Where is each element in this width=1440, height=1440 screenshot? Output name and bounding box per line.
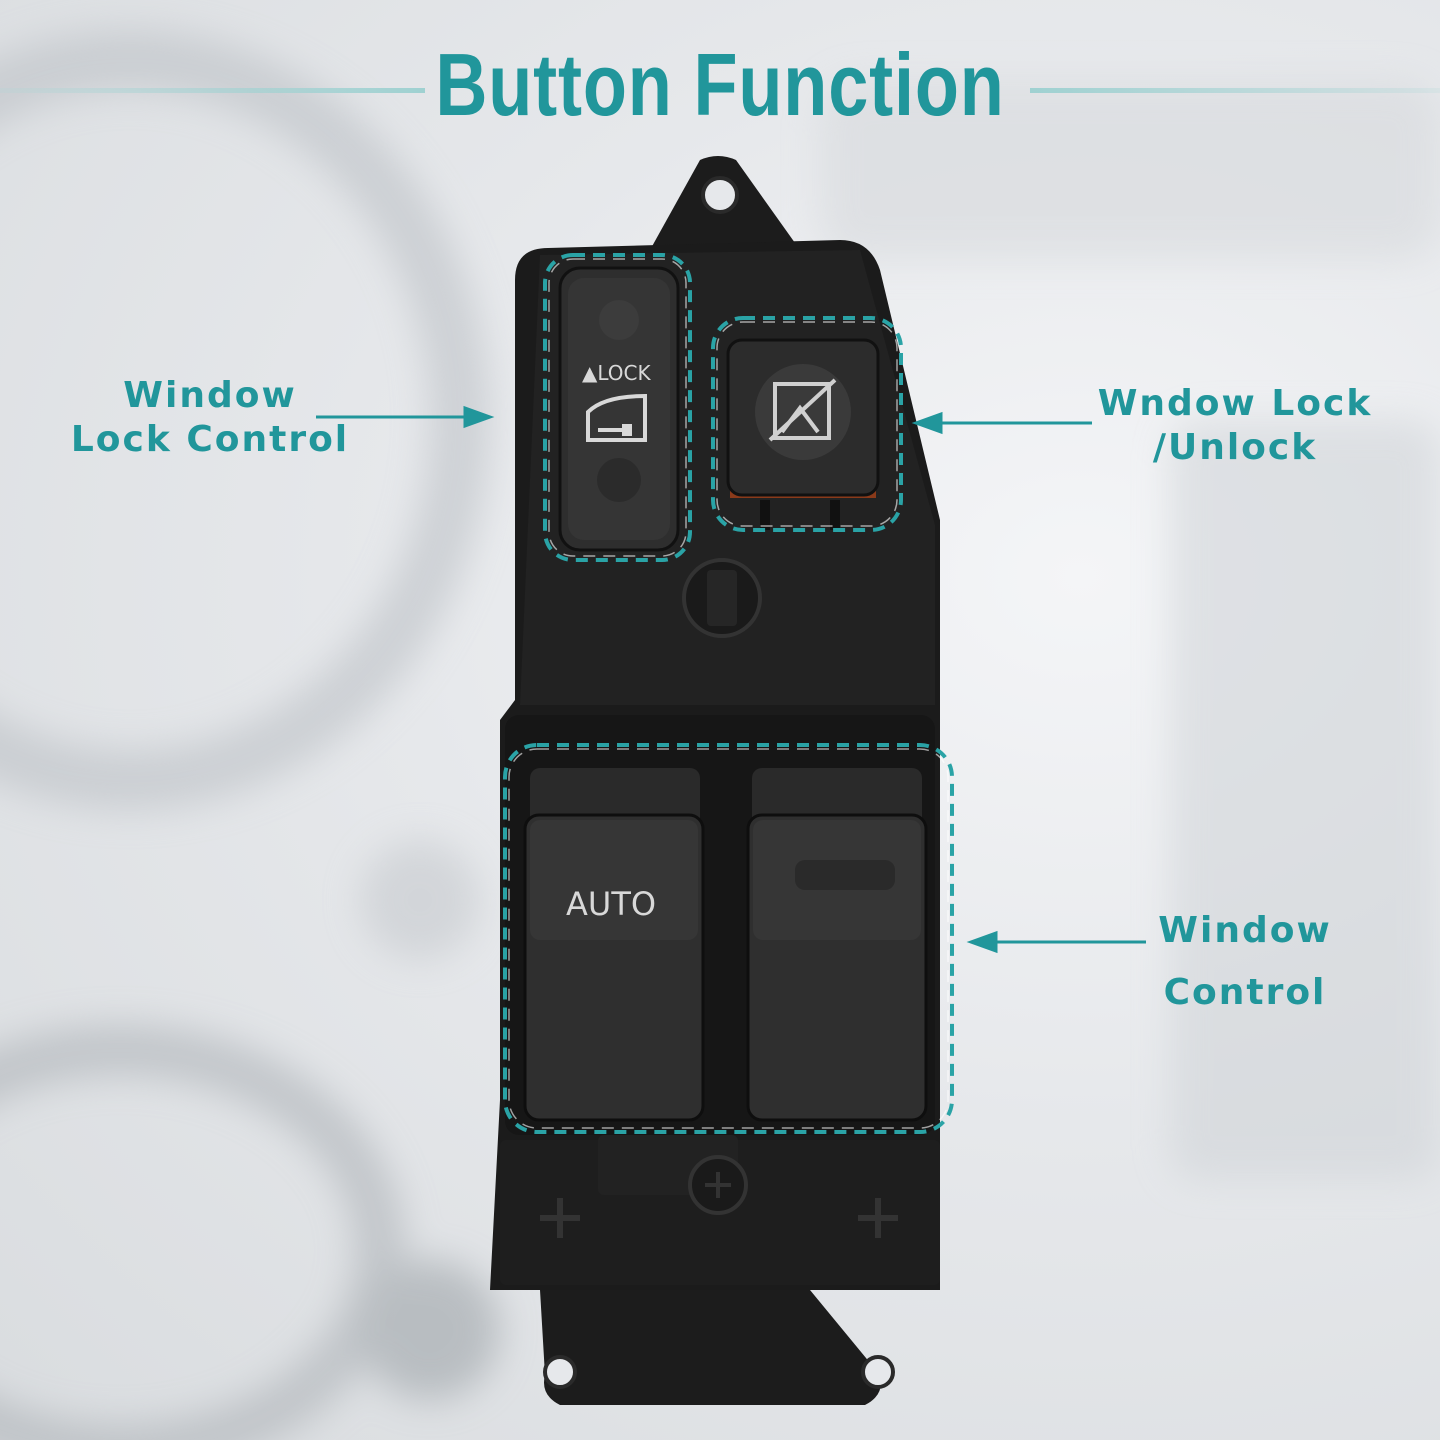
bottom-left-hole [543,1355,577,1389]
lock-rocker-dimple-bottom [597,458,641,502]
window-control-outline [503,743,954,1134]
callout-window-lock-control: Window Lock Control [60,374,360,462]
lock-label: ▲LOCK [582,361,652,385]
window-lock-leg-left [760,500,770,530]
arrow-icon [316,405,1146,954]
page-title: Button Function [435,35,1005,134]
door-lock-icon [586,393,647,442]
callout-line: Lock Control [70,419,350,460]
callout-window-lock-unlock: Wndow Lock /Unlock [1095,382,1375,470]
top-mounting-hole [701,176,739,214]
title-banner: Button Function [0,30,1440,140]
bottom-right-hole [861,1355,895,1389]
window-lock-outline [711,316,903,532]
lock-rocker-dimple-top [599,300,639,340]
callout-line: /Unlock [1152,427,1318,468]
title-line-left [0,88,425,93]
lock-rocker-face [568,278,670,540]
callout-line: Window [123,375,297,416]
lock-control-outline [543,253,692,562]
callout-line: Wndow Lock [1097,383,1373,424]
window-lock-icon [768,378,837,442]
callout-window-control: Window Control [1130,900,1360,1024]
window-lock-leg-right [830,500,840,530]
right-switch-ridge [795,860,895,890]
auto-label: AUTO [566,885,656,923]
callout-line: Control [1163,972,1327,1013]
bottom-mounting-tab [540,1290,881,1405]
plus-mark-icon [540,1198,898,1238]
title-line-right [1030,88,1440,93]
callout-line: Window [1158,910,1332,951]
